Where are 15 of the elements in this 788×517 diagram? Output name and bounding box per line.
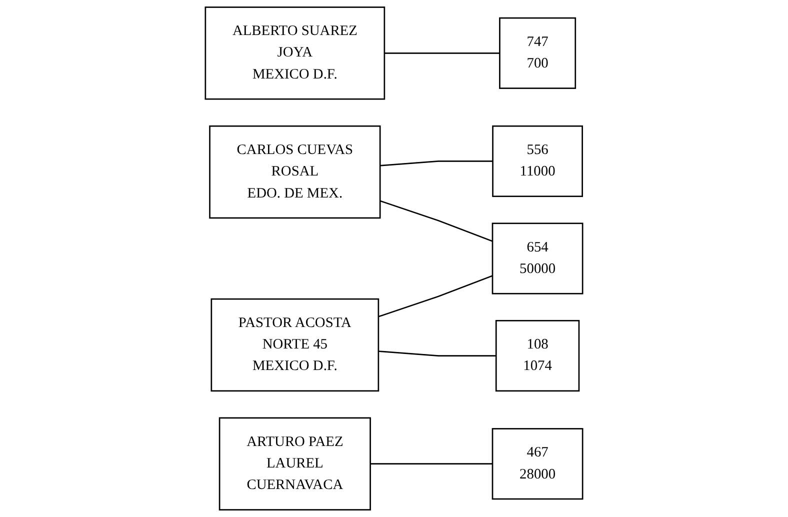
node-box: 108 1074 xyxy=(495,320,580,392)
node-box: CARLOS CUEVAS ROSAL EDO. DE MEX. xyxy=(209,125,381,219)
connector xyxy=(380,200,493,242)
node-box: 747 700 xyxy=(499,17,576,89)
node-box: ARTURO PAEZ LAUREL CUERNAVACA xyxy=(218,417,371,510)
connector xyxy=(384,52,500,54)
connector xyxy=(378,350,496,356)
node-box: 556 11000 xyxy=(492,125,583,198)
node-box: 467 28000 xyxy=(492,428,584,500)
node-box: PASTOR ACOSTA NORTE 45 MEXICO D.F. xyxy=(210,298,380,392)
node-box: ALBERTO SUAREZ JOYA MEXICO D.F. xyxy=(204,6,386,100)
connector xyxy=(378,275,493,318)
node-box: 654 50000 xyxy=(492,222,584,294)
connector xyxy=(370,463,493,465)
connector xyxy=(380,160,493,166)
